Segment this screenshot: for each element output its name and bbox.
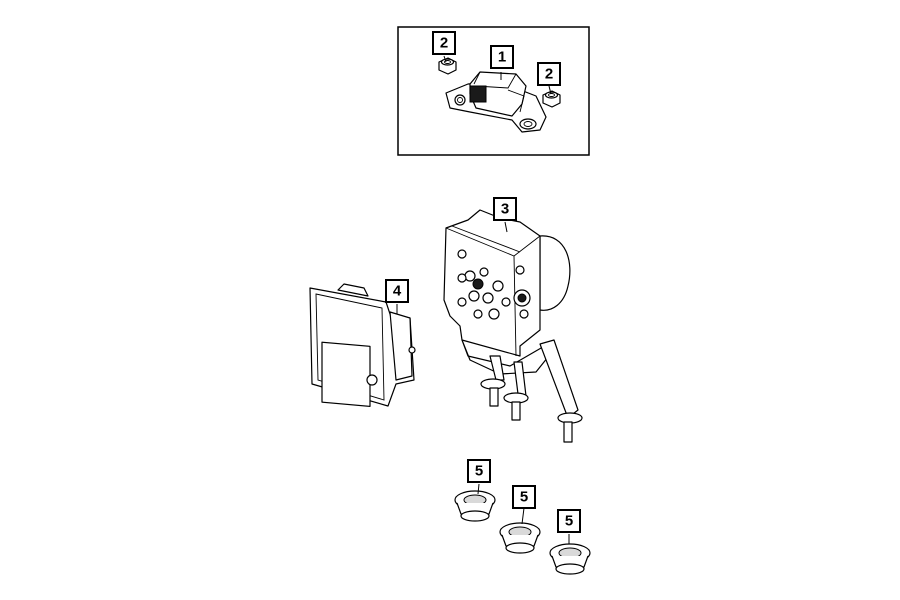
grommet-1 (454, 490, 496, 522)
callout-3: 3 (493, 197, 517, 221)
svg-text:4: 4 (393, 283, 402, 300)
control-module (309, 283, 416, 407)
grommet-2 (499, 522, 541, 554)
callout-1: 1 (490, 45, 514, 69)
nut-right (542, 90, 561, 108)
svg-text:5: 5 (475, 463, 483, 480)
svg-text:5: 5 (565, 513, 573, 530)
svg-text:1: 1 (498, 49, 506, 66)
callout-5a: 5 (467, 459, 491, 483)
abs-module (443, 209, 583, 443)
svg-text:3: 3 (501, 201, 509, 218)
callout-2b: 2 (537, 62, 561, 86)
callout-4: 4 (385, 279, 409, 303)
svg-text:2: 2 (440, 35, 448, 52)
sensor-inset-frame (397, 26, 590, 156)
leader-3 (504, 221, 508, 233)
nut-left (438, 57, 457, 75)
svg-text:5: 5 (520, 489, 528, 506)
leader-2b (548, 85, 552, 95)
svg-text:2: 2 (545, 66, 553, 83)
callout-2a: 2 (432, 31, 456, 55)
leader-5a (477, 483, 480, 495)
callout-5c: 5 (557, 509, 581, 533)
callout-5b: 5 (512, 485, 536, 509)
leader-2a (443, 55, 447, 63)
leader-5b (521, 507, 525, 525)
grommet-3 (549, 543, 591, 575)
yaw-sensor (445, 71, 547, 133)
